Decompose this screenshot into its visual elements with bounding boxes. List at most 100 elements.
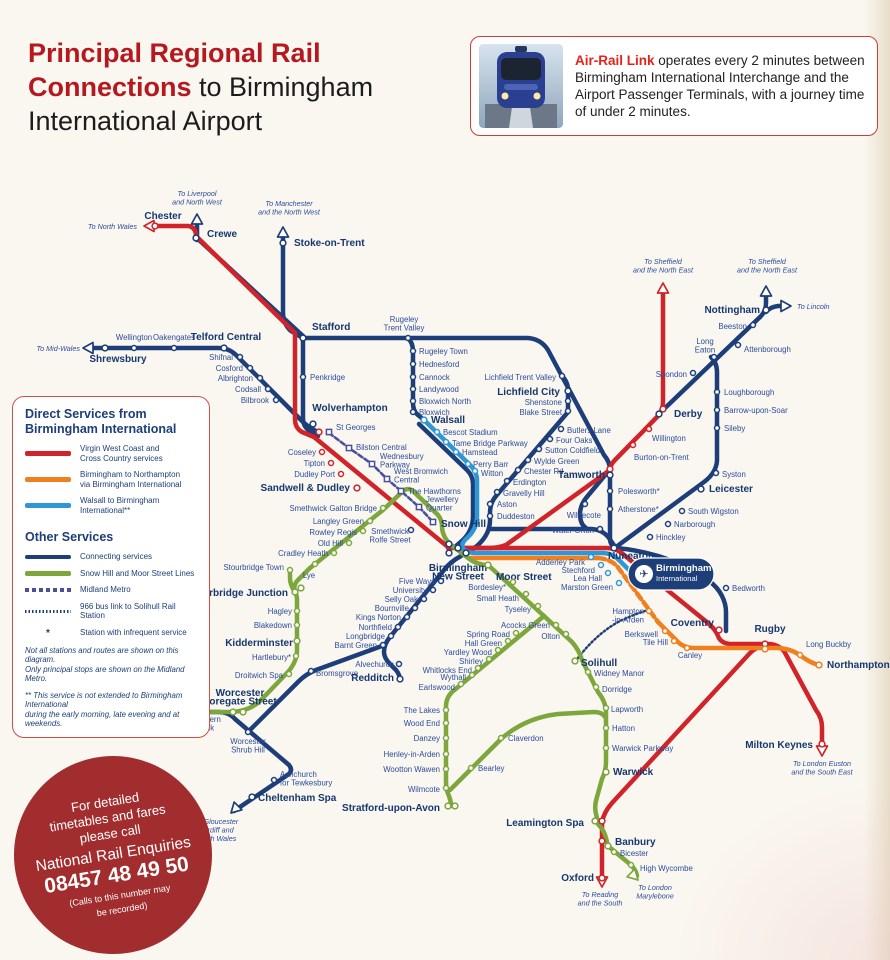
station-label: Narborough — [674, 520, 715, 529]
station-marker — [309, 420, 317, 428]
direction-arrow — [276, 226, 290, 238]
navy-line-swatch — [25, 554, 71, 559]
station-label: Leamington Spa — [506, 818, 584, 829]
station-marker — [602, 744, 610, 752]
station-marker — [330, 549, 338, 557]
station-marker — [562, 630, 570, 638]
station-label: Hampton-in-Arden — [612, 607, 644, 624]
station-marker — [591, 817, 599, 825]
legend-label: Birmingham to Northampton via Birmingham… — [80, 470, 182, 489]
station-marker — [474, 664, 482, 672]
station-label: Duddeston — [497, 512, 535, 521]
rail-line-coventry-northampton — [655, 619, 822, 668]
station-marker — [315, 428, 323, 436]
station-label: Langley Green — [313, 517, 364, 526]
station-marker — [689, 369, 697, 377]
legend-note-1: Not all stations and routes are shown on… — [25, 645, 185, 684]
station-label: Willington — [652, 434, 686, 443]
station-label: Tile Hill — [643, 638, 669, 647]
station-marker — [270, 776, 278, 784]
station-marker — [299, 334, 307, 342]
station-marker — [602, 724, 610, 732]
metro-stop-marker — [368, 460, 376, 468]
station-label: Chester Rd — [524, 467, 563, 476]
station-label: Telford Central — [191, 332, 262, 343]
station-marker — [713, 388, 721, 396]
station-label: Bicester — [620, 849, 649, 858]
station-marker — [646, 533, 654, 541]
direction-label: To Mid-Wales — [36, 344, 80, 353]
station-marker — [407, 526, 415, 534]
station-label: Atherstone* — [618, 505, 659, 514]
station-label: Shirley — [459, 657, 483, 666]
legend-label: Station with infrequent service — [80, 628, 187, 638]
air-rail-lead: Air-Rail Link — [575, 53, 655, 68]
svg-text:✈: ✈ — [639, 569, 648, 581]
station-marker — [514, 466, 522, 474]
station-marker — [468, 671, 476, 679]
station-marker — [359, 527, 367, 535]
station-label: Spring Road — [467, 630, 510, 639]
station-marker — [256, 374, 264, 382]
station-marker — [522, 590, 530, 598]
legend-item-metro: Midland Metro — [25, 585, 199, 595]
station-label: Selly Oak — [385, 595, 418, 604]
station-label: Stourbridge Town — [223, 563, 284, 572]
station-marker — [598, 817, 606, 825]
station-marker — [606, 505, 614, 513]
station-label: Penkridge — [310, 373, 345, 382]
station-label: Canley — [678, 651, 702, 660]
station-marker — [293, 607, 301, 615]
rail-line-stourbridge-snowhill-moorst — [292, 486, 491, 595]
legend-label: Snow Hill and Moor Street Lines — [80, 568, 195, 578]
station-label: Hednesford — [419, 360, 459, 369]
legend-item-walsall: Walsall to Birmingham International** — [25, 496, 199, 515]
station-marker — [366, 517, 374, 525]
bus-line-swatch — [25, 609, 71, 613]
station-marker — [279, 239, 287, 247]
station-marker — [411, 604, 419, 612]
station-label: Blake Street — [520, 408, 563, 417]
station-marker — [596, 525, 604, 533]
station-label: Bromsgrove — [316, 669, 358, 678]
station-marker — [627, 861, 635, 869]
rail-line-tamworth-newstreet — [457, 467, 613, 551]
station-marker — [484, 561, 492, 569]
station-marker — [445, 549, 453, 557]
station-label: Bescot Stadium — [443, 428, 498, 437]
station-marker — [610, 544, 618, 552]
station-marker — [670, 637, 678, 645]
direction-arrow — [190, 213, 204, 225]
station-marker — [610, 848, 618, 856]
station-marker — [442, 719, 450, 727]
station-label: Adderley Park — [536, 558, 585, 567]
station-marker — [606, 471, 614, 479]
station-label: Wythall — [441, 673, 467, 682]
station-label: Leicester — [709, 484, 753, 495]
rail-line-bus-966 — [576, 608, 650, 660]
station-label: Perry Barr — [473, 460, 509, 469]
station-label: Polesworth* — [618, 487, 660, 496]
station-label: Barnt Green — [335, 641, 377, 650]
station-label: Olton — [541, 632, 560, 641]
station-label: Tame Bridge Parkway — [452, 439, 528, 448]
station-label: University — [393, 586, 427, 595]
station-marker — [485, 655, 493, 663]
station-marker — [409, 347, 417, 355]
station-marker — [409, 397, 417, 405]
station-marker — [715, 626, 723, 634]
station-label: Kidderminster — [225, 638, 293, 649]
station-label: Coseley — [288, 448, 316, 457]
station-marker — [606, 487, 614, 495]
station-label: The Lakes — [404, 706, 441, 715]
air-rail-link-box: Air-Rail Link operates every 2 minutes b… — [470, 36, 878, 136]
page-edge-band — [864, 0, 890, 960]
airplane-icon — [635, 565, 653, 583]
station-marker — [452, 448, 460, 456]
station-marker — [101, 344, 109, 352]
station-label: Bilston Central — [356, 443, 407, 452]
station-marker — [486, 500, 494, 508]
direction-arrow — [656, 282, 670, 294]
